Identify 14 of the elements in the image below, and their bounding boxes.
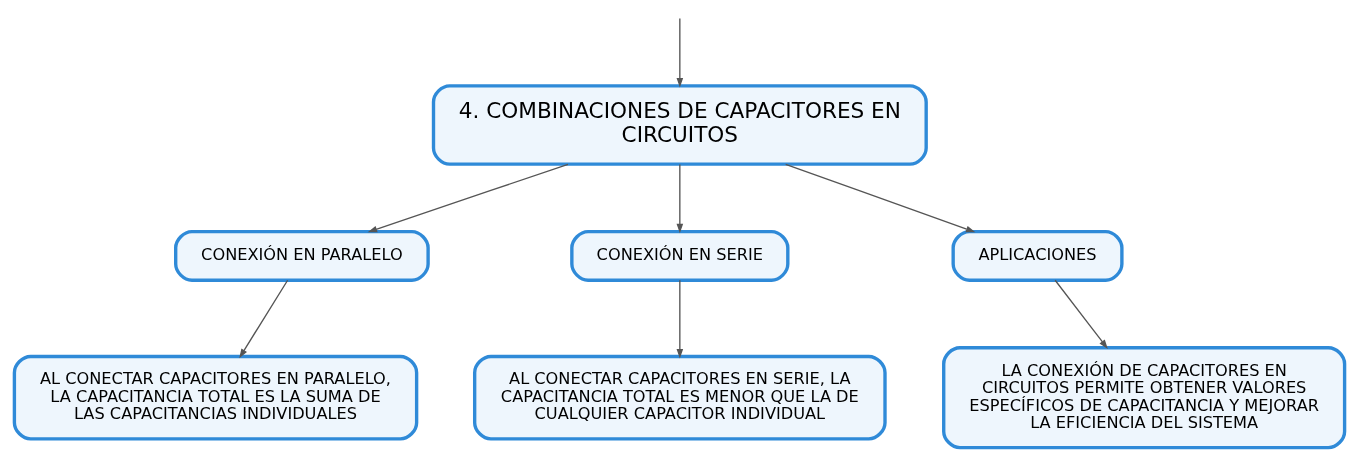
arrow (676, 17, 684, 87)
node-box: AL CONECTAR CAPACITORES EN SERIE, LA CAPACITANCIA TOTAL ES MENOR QUE LA DE CUALQUIER CAPACITOR INDIVIDUAL (473, 354, 887, 440)
arrow (676, 163, 684, 233)
node-box: CONEXIÓN EN PARALELO (174, 229, 430, 282)
node-box: 4. COMBINACIONES DE CAPACITORES EN CIRCUITOS (431, 83, 928, 166)
node-box: AL CONECTAR CAPACITORES EN PARALELO, LA CAPACITANCIA TOTAL ES LA SUMA DE LAS CAPACITANCIAS INDIVIDUALES (12, 354, 419, 440)
arrow (676, 279, 684, 358)
arrow (239, 279, 289, 358)
node-box: APLICACIONES (951, 229, 1124, 282)
node-box: CONEXIÓN EN SERIE (570, 229, 790, 282)
arrow (1054, 279, 1108, 349)
arrow (785, 163, 976, 232)
arrow (367, 163, 569, 232)
node-box: LA CONEXIÓN DE CAPACITORES EN CIRCUITOS PERMITE OBTENER VALORES ESPECÍFICOS DE CAPACITANCIA Y MEJORAR LA EFICIENCIA DEL SISTEMA (942, 345, 1347, 449)
